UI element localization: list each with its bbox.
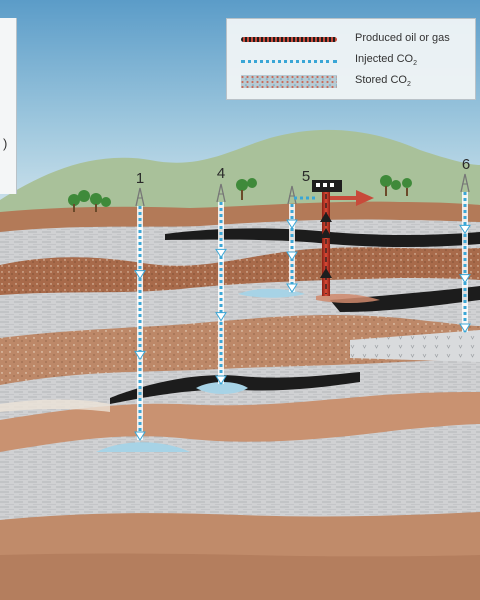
legend-label-injected: Injected CO2 — [355, 53, 417, 68]
injection-well-1 — [134, 187, 146, 441]
injection-arrow-6-2 — [459, 274, 471, 284]
injection-arrow-1-3 — [134, 431, 146, 441]
legend-item-produced: Produced oil or gas — [227, 31, 475, 51]
injection-arrow-4-2 — [215, 312, 227, 322]
well-derrick-6 — [460, 173, 470, 193]
stored-co2-pool-1 — [96, 442, 190, 452]
injection-arrow-1-2 — [134, 350, 146, 361]
injection-arrow-1-1 — [134, 270, 146, 280]
left-info-panel: ) — [0, 18, 17, 194]
stored-co2-pool-5 — [238, 288, 305, 298]
oil-reservoir-seam — [330, 286, 480, 312]
legend-item-stored: Stored CO2 — [227, 73, 475, 93]
injection-well-5 — [286, 185, 318, 293]
injection-well-6 — [459, 173, 471, 333]
injection-arrow-5-2 — [286, 251, 298, 261]
cap-rock — [350, 330, 480, 362]
injection-well-4 — [215, 183, 227, 385]
injection-arrow-6-3 — [459, 323, 471, 333]
legend-item-injected: Injected CO2 — [227, 52, 475, 72]
left-panel-text: ) — [3, 136, 8, 151]
injection-arrow-4-3 — [215, 375, 227, 385]
production-facility — [312, 180, 374, 296]
production-arrow — [356, 190, 374, 206]
stored-co2-pool-4 — [196, 382, 248, 394]
legend-label-produced: Produced oil or gas — [355, 32, 450, 44]
injected-co2-symbol — [241, 60, 337, 63]
well-number-1: 1 — [135, 170, 145, 187]
well-derrick-4 — [216, 183, 226, 203]
injection-arrow-6-1 — [459, 224, 471, 235]
tree-group-right — [380, 175, 412, 196]
injection-arrow-5-1 — [286, 219, 298, 229]
well-derrick-1 — [135, 187, 145, 207]
legend-label-stored: Stored CO2 — [355, 74, 411, 89]
well-number-5: 5 — [301, 168, 311, 185]
injection-arrow-5-3 — [286, 283, 298, 293]
injection-arrow-4-1 — [215, 248, 227, 259]
well-number-4: 4 — [216, 165, 226, 182]
tree-group-left — [68, 190, 111, 212]
produced-oil-gas-symbol — [241, 37, 337, 42]
legend: Produced oil or gas Injected CO2 Stored … — [226, 18, 476, 100]
stored-co2-symbol — [241, 75, 337, 88]
tree-group-middle — [236, 178, 257, 200]
well-number-6: 6 — [461, 156, 471, 173]
